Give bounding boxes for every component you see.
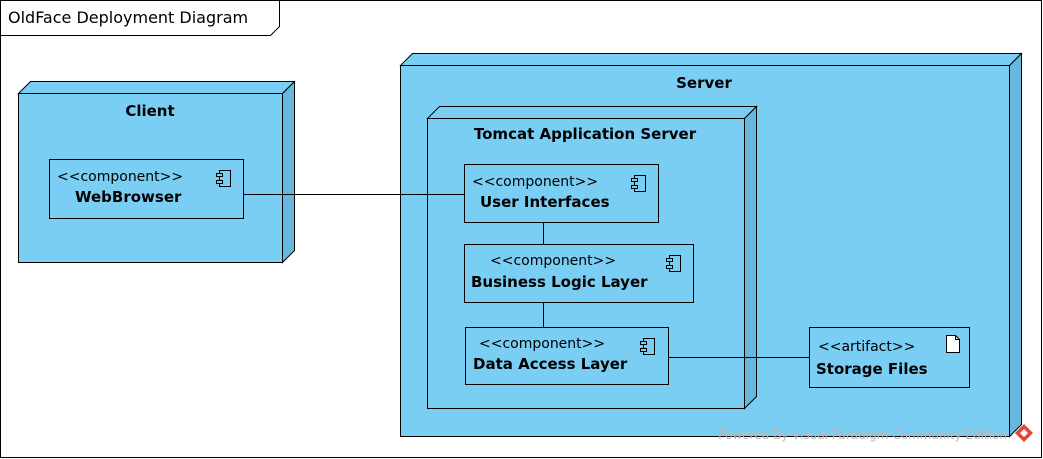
webbrowser-name: WebBrowser — [75, 188, 182, 206]
data-access-layer-name: Data Access Layer — [473, 355, 628, 373]
client-node-title: Client — [125, 102, 174, 120]
storage-files-stereotype: <<artifact>> — [818, 339, 915, 355]
tomcat-node-side-face — [744, 105, 757, 410]
component-icon — [216, 170, 231, 187]
user-interfaces-box — [464, 164, 659, 223]
user-interfaces-component[interactable]: <<component>> User Interfaces — [464, 164, 659, 223]
data-access-layer-stereotype: <<component>> — [479, 336, 605, 352]
data-access-layer-box — [465, 327, 669, 385]
user-interfaces-stereotype: <<component>> — [472, 174, 598, 190]
server-node-top-face — [399, 53, 1023, 66]
server-node-title: Server — [676, 74, 732, 92]
business-logic-layer-stereotype: <<component>> — [490, 253, 616, 269]
business-logic-layer-name: Business Logic Layer — [471, 273, 648, 291]
webbrowser-component-box — [49, 159, 244, 219]
user-interfaces-name: User Interfaces — [480, 193, 610, 211]
server-node-side-face — [1009, 52, 1022, 438]
tomcat-node-title: Tomcat Application Server — [474, 125, 697, 143]
component-icon — [640, 338, 655, 355]
business-logic-layer-component[interactable]: <<component>> Business Logic Layer — [464, 244, 694, 303]
connectors — [244, 194, 809, 358]
client-node-side-face — [282, 80, 295, 264]
visual-paradigm-logo-icon — [1015, 424, 1033, 442]
webbrowser-stereotype: <<component>> — [57, 169, 183, 185]
document-icon — [946, 335, 960, 353]
diagram-title-tab — [0, 0, 280, 36]
business-logic-layer-box — [464, 244, 694, 303]
storage-files-name: Storage Files — [816, 360, 928, 378]
component-icon — [666, 255, 681, 272]
client-node-top-face — [17, 81, 296, 94]
webbrowser-component[interactable]: <<component>> WebBrowser — [49, 159, 244, 219]
tomcat-node-top-face — [426, 106, 758, 119]
diagram-title: OldFace Deployment Diagram — [8, 8, 248, 27]
component-icon — [631, 175, 646, 192]
storage-files-artifact[interactable]: <<artifact>> Storage Files — [809, 327, 970, 388]
storage-files-box — [809, 327, 970, 388]
data-access-layer-component[interactable]: <<component>> Data Access Layer — [465, 327, 669, 385]
watermark-text: Powered By Visual Paradigm Community Edi… — [718, 428, 1007, 442]
